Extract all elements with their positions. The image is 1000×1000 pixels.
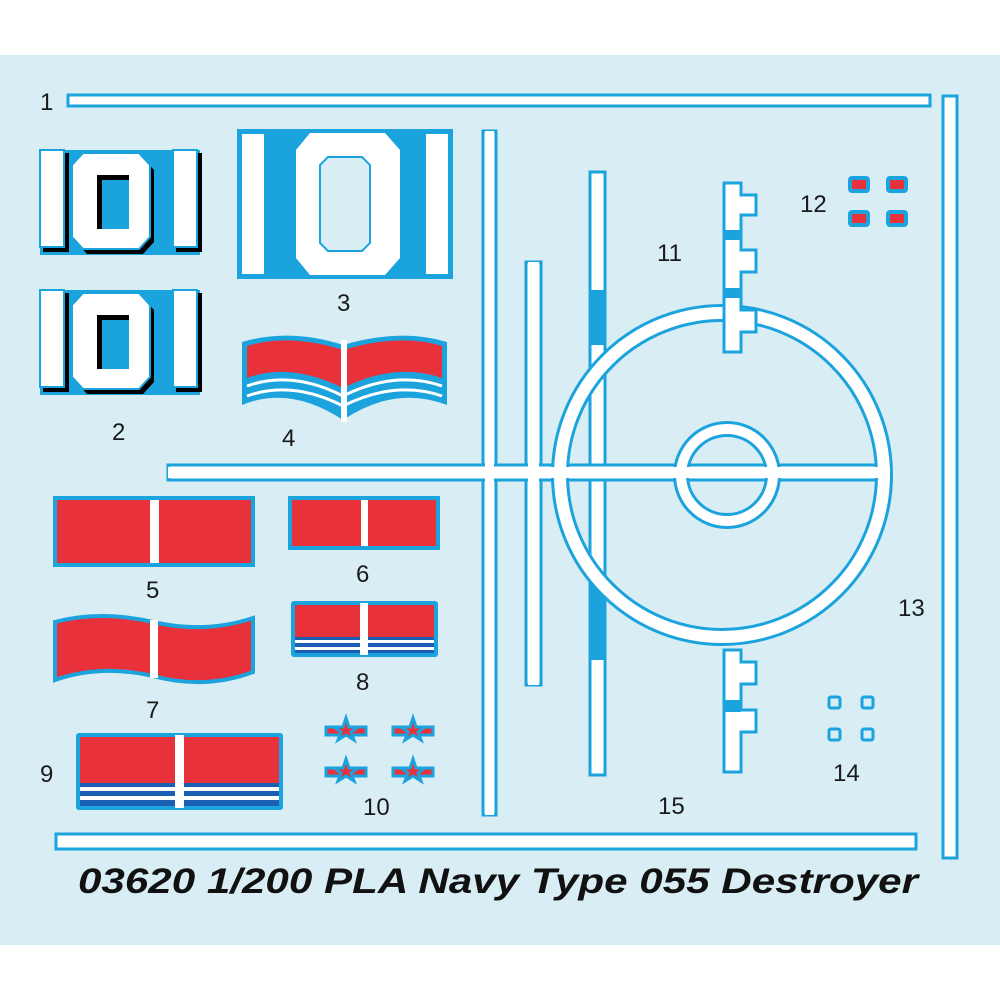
decal-9-flag-stripes (76, 733, 283, 810)
decal-label: 8 (356, 669, 369, 696)
decal-8-flag-stripes (291, 601, 438, 657)
decal-4-wave-emblem (242, 335, 447, 422)
decal-label: 11 (657, 240, 682, 267)
decal-label: 6 (356, 561, 369, 588)
decal-label: 10 (363, 794, 390, 821)
decal-1-strip (66, 93, 932, 108)
decal-3-hull-number (237, 129, 453, 279)
decal-label: 5 (146, 577, 159, 604)
decal-2-hull-number (39, 149, 203, 256)
decal-label: 4 (282, 425, 295, 452)
decal-2-hull-number (39, 289, 203, 396)
decal-11-t-pieces (722, 181, 758, 774)
decal-label: 12 (800, 191, 827, 218)
decal-label: 3 (337, 290, 350, 317)
decal-12-red-squares (848, 176, 908, 227)
product-title: 03620 1/200 PLA Navy Type 055 Destroyer (78, 862, 921, 901)
decal-11-rings (168, 131, 893, 815)
decal-label: 9 (40, 761, 53, 788)
decal-label: 7 (146, 697, 159, 724)
decal-13-strip (941, 94, 959, 860)
decal-label: 14 (833, 760, 860, 787)
decal-label: 2 (112, 419, 125, 446)
decal-label: 1 (40, 89, 53, 116)
decal-label: 13 (898, 595, 925, 622)
decal-15-strip (54, 832, 918, 851)
decal-7-wave-flag (53, 614, 255, 685)
decal-5-red-flag (53, 496, 255, 567)
decal-label: 15 (658, 793, 685, 820)
decal-6-red-flag (288, 496, 440, 550)
decal-14-small-squares (827, 695, 875, 742)
